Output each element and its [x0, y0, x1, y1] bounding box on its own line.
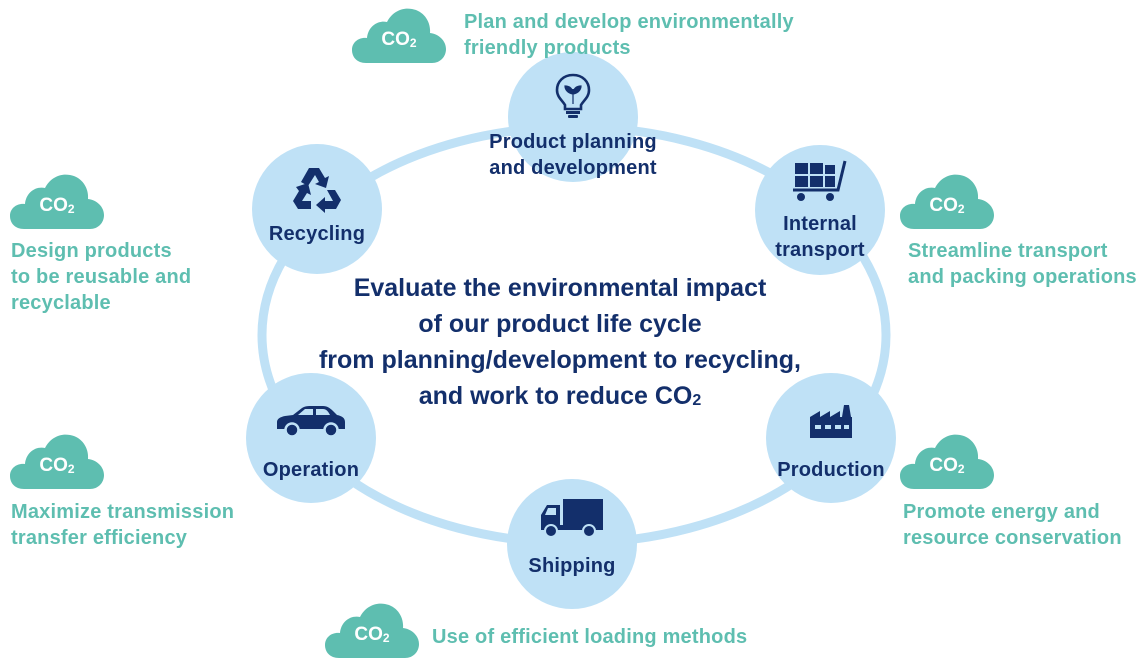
- note-planning-line-1: Plan and develop environmentally: [464, 11, 794, 33]
- co2-cloud-shipping: CO2: [325, 602, 419, 660]
- co2-label: CO: [381, 29, 410, 50]
- stage-internal-transport-label: Internal transport: [735, 211, 905, 263]
- co2-text: CO2: [352, 29, 446, 51]
- stage-production-label-line-1: Production: [777, 459, 885, 481]
- note-shipping: Use of efficient loading methods: [432, 624, 747, 650]
- stage-recycling-label: Recycling: [232, 221, 402, 247]
- note-shipping-line-1: Use of efficient loading methods: [432, 626, 748, 648]
- co2-subscript: 2: [957, 202, 965, 216]
- stage-recycling: Recycling: [252, 144, 382, 274]
- co2-text: CO2: [325, 624, 419, 646]
- co2-text: CO2: [900, 195, 994, 217]
- stage-shipping-label-line-1: Shipping: [528, 555, 616, 577]
- co2-label: CO: [39, 195, 68, 216]
- cloud-icon: [900, 174, 994, 229]
- co2-subscript: 2: [67, 202, 75, 216]
- stage-operation-label: Operation: [226, 457, 396, 483]
- co2-subscript: 2: [67, 462, 75, 476]
- co2-label: CO: [39, 455, 68, 476]
- stage-planning-label-line-2: and development: [489, 157, 657, 179]
- co2-subscript: 2: [409, 36, 417, 50]
- stage-recycling-label-line-1: Recycling: [268, 223, 366, 245]
- note-recycling-line-2: to be reusable and: [11, 266, 192, 288]
- cloud-icon: [10, 434, 104, 489]
- note-internal-transport: Streamline transport and packing operati…: [908, 238, 1137, 290]
- car-icon: [275, 405, 347, 437]
- note-recycling-line-3: recyclable: [11, 292, 111, 314]
- note-production-line-1: Promote energy and: [903, 501, 1100, 523]
- cloud-icon: [325, 603, 419, 658]
- center-line-3: from planning/development to recycling,: [318, 346, 801, 374]
- stage-planning-label: Product planning and development: [488, 129, 658, 181]
- lightbulb-leaf-icon: [553, 72, 593, 120]
- co2-cloud-production: CO2: [900, 433, 994, 491]
- note-production: Promote energy and resource conservation: [903, 499, 1122, 551]
- stage-internal-transport: Internal transport: [755, 145, 885, 275]
- note-internal-transport-line-2: and packing operations: [908, 266, 1137, 288]
- co2-text: CO2: [10, 195, 104, 217]
- co2-text: CO2: [10, 455, 104, 477]
- co2-subscript: 2: [957, 462, 965, 476]
- note-operation-line-1: Maximize transmission: [11, 501, 235, 523]
- co2-cloud-planning: CO2: [352, 7, 446, 65]
- hand-truck-icon: [792, 159, 848, 203]
- stage-operation-label-line-1: Operation: [262, 459, 360, 481]
- stage-production: Production: [766, 373, 896, 503]
- co2-label: CO: [354, 624, 383, 645]
- truck-icon: [539, 497, 605, 539]
- stage-planning-label-line-1: Product planning: [489, 131, 657, 153]
- co2-cloud-recycling: CO2: [10, 173, 104, 231]
- stage-shipping-label: Shipping: [487, 553, 657, 579]
- co2-label: CO: [929, 195, 958, 216]
- note-production-line-2: resource conservation: [903, 527, 1122, 549]
- stage-operation: Operation: [246, 373, 376, 503]
- center-statement: Evaluate the environmental impact of our…: [300, 270, 820, 419]
- stage-production-label: Production: [746, 457, 916, 483]
- cloud-icon: [352, 8, 446, 64]
- stage-internal-transport-label-line-1: Internal: [783, 213, 857, 235]
- co2-text: CO2: [900, 455, 994, 477]
- recycle-icon: [291, 164, 343, 214]
- co2-subscript: 2: [382, 631, 390, 645]
- cloud-icon: [10, 174, 104, 229]
- center-line-1: Evaluate the environmental impact: [353, 274, 767, 302]
- factory-icon: [809, 405, 853, 439]
- stage-internal-transport-label-line-2: transport: [775, 239, 865, 261]
- note-internal-transport-line-1: Streamline transport: [908, 240, 1108, 262]
- note-recycling-line-1: Design products: [11, 240, 172, 262]
- note-recycling: Design products to be reusable and recyc…: [11, 238, 191, 316]
- center-line-4-text: and work to reduce CO: [418, 382, 693, 410]
- note-operation: Maximize transmission transfer efficienc…: [11, 499, 234, 551]
- note-operation-line-2: transfer efficiency: [11, 527, 188, 549]
- cloud-icon: [900, 434, 994, 489]
- stage-planning: Product planning and development: [489, 52, 657, 182]
- center-line-2: of our product life cycle: [418, 310, 702, 338]
- note-planning: Plan and develop environmentally friendl…: [464, 9, 794, 61]
- co2-label: CO: [929, 455, 958, 476]
- stage-shipping: Shipping: [507, 479, 637, 609]
- center-line-4: and work to reduce CO2: [300, 378, 820, 419]
- note-planning-line-2: friendly products: [464, 37, 631, 59]
- co2-cloud-operation: CO2: [10, 433, 104, 491]
- co2-cloud-internal-transport: CO2: [900, 173, 994, 231]
- center-subscript: 2: [692, 392, 702, 409]
